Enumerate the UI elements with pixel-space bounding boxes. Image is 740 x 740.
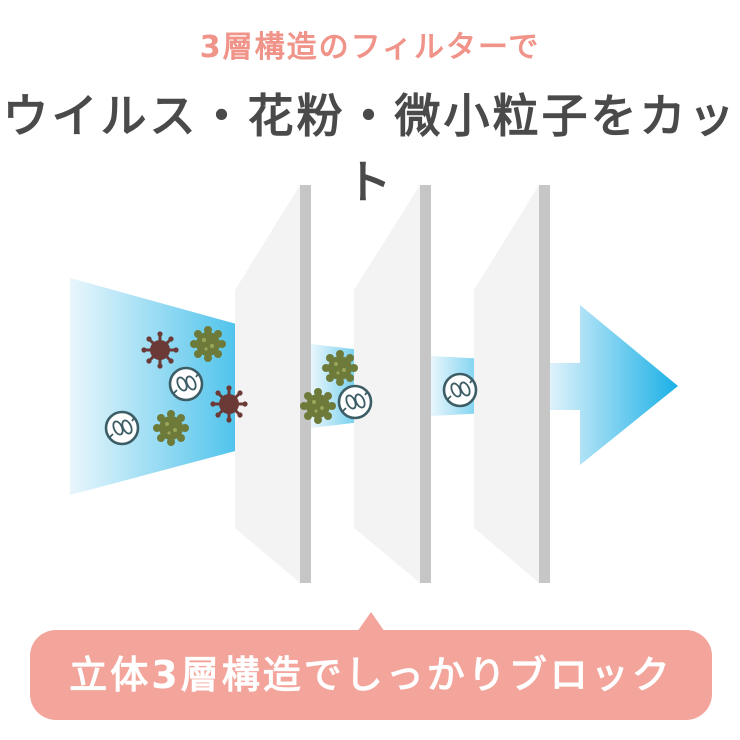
- subtitle: 3層構造のフィルターで: [199, 30, 541, 65]
- page-title: ウイルス・花粉・微小粒子をカット: [2, 89, 738, 209]
- particle-icon: [337, 384, 373, 420]
- filter-layer-3: [474, 185, 550, 583]
- pollen-icon: [153, 410, 189, 446]
- feature-badge: 立体3層構造でしっかりブロック: [30, 630, 712, 720]
- particle-icon: [104, 410, 140, 446]
- arrow-icon: [550, 305, 678, 465]
- particle-icon: [168, 366, 204, 402]
- pollen-icon: [300, 388, 336, 424]
- filter-layer-1: [235, 185, 311, 583]
- badge-text: 立体3層構造でしっかりブロック: [69, 653, 673, 697]
- pollen-icon: [322, 350, 358, 386]
- badge-pointer: [357, 612, 385, 632]
- pollen-icon: [190, 326, 226, 362]
- particle-icon: [442, 372, 478, 408]
- filter-layer-2: [354, 185, 431, 583]
